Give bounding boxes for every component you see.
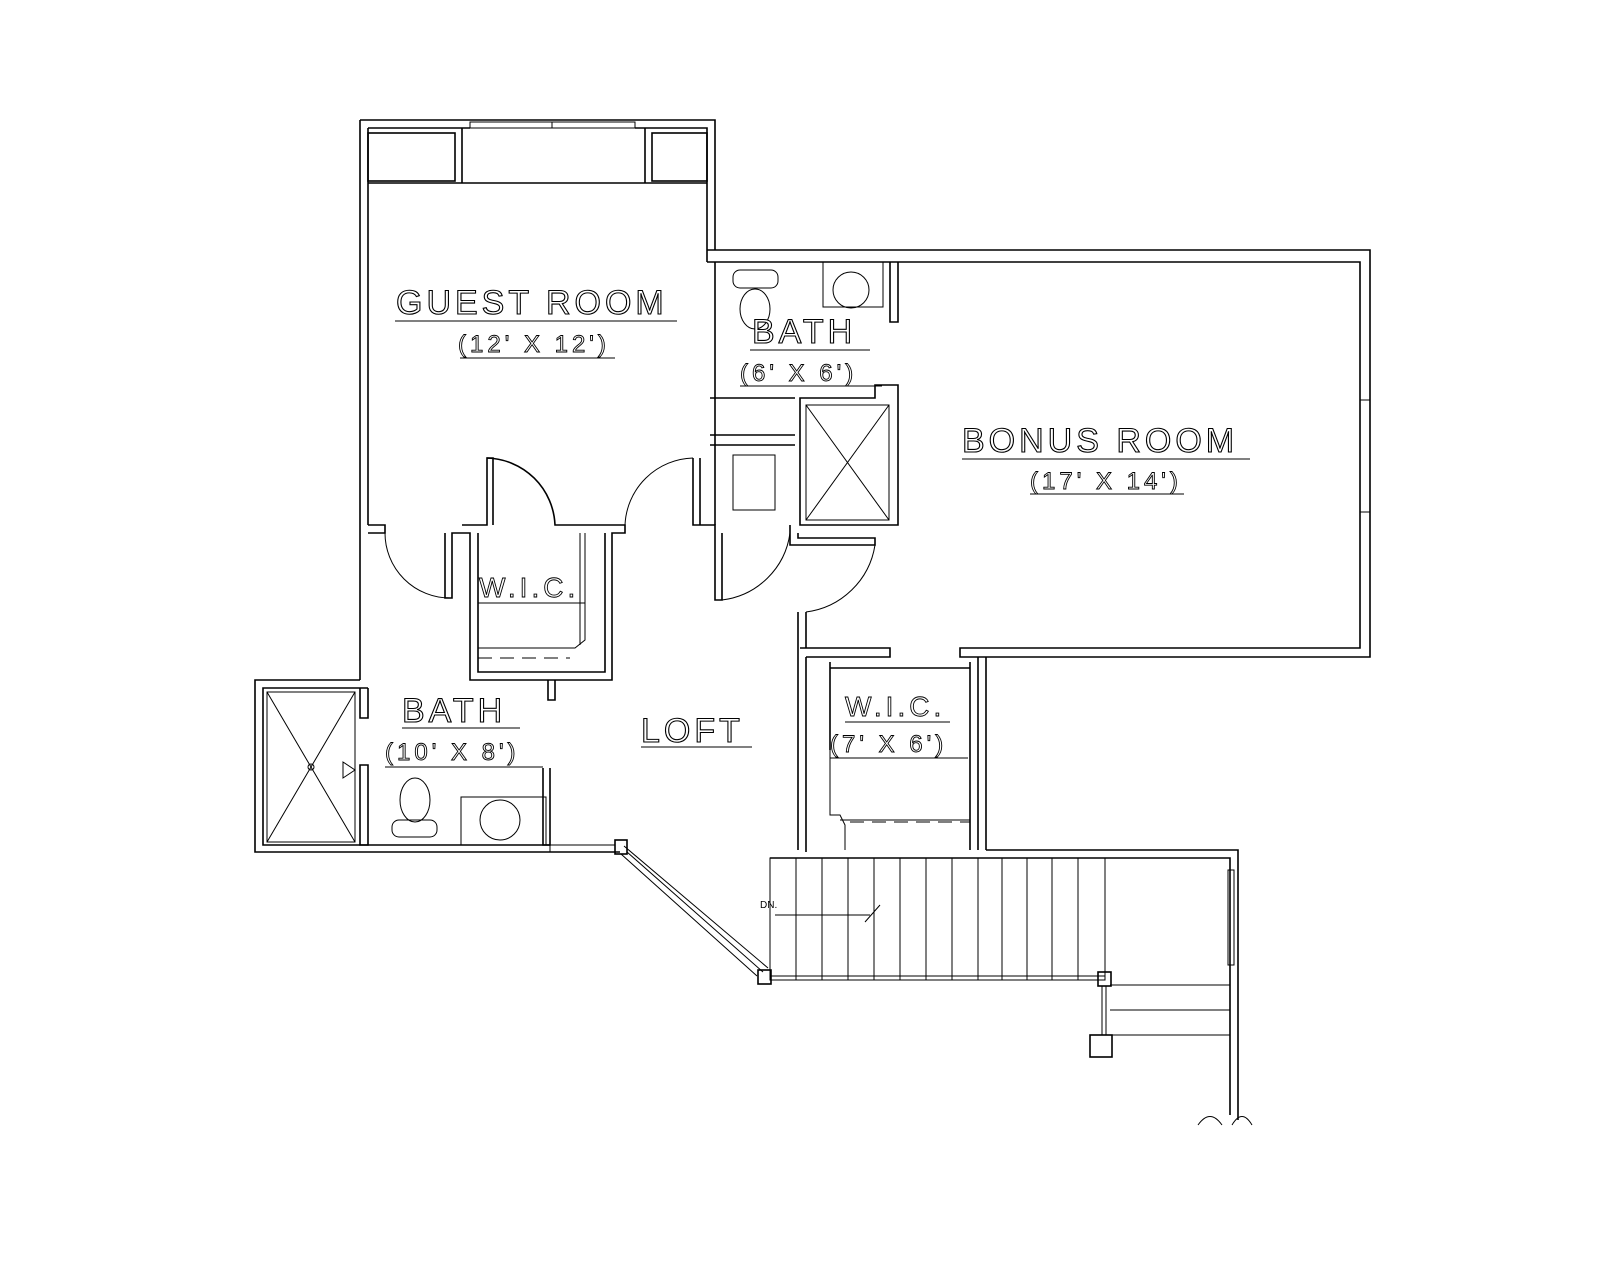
wic-2-label: W.I.C. (845, 691, 945, 722)
wic-2 (805, 657, 987, 852)
sink-icon (479, 799, 521, 841)
stair-down-label: DN. (760, 900, 777, 911)
bonus-room-label: BONUS ROOM (962, 422, 1238, 460)
upper-bath (692, 261, 899, 850)
shower-icon (805, 404, 890, 521)
lower-bath-label: BATH (402, 692, 506, 730)
guest-room-size: (12' X 12') (458, 331, 610, 358)
sink-icon (832, 271, 870, 309)
room-labels: GUEST ROOM (12' X 12') BATH (6' X 6') BO… (385, 283, 1250, 768)
toilet-tank-icon (732, 269, 779, 289)
upper-bath-size: (6' X 6') (740, 360, 857, 387)
shower-icon (266, 691, 356, 843)
guest-room-label: GUEST ROOM (396, 284, 668, 322)
wic-1-label: W.I.C. (479, 572, 579, 603)
wic-2-size: (7' X 6') (830, 731, 947, 758)
bonus-room-size: (17' X 14') (1030, 468, 1182, 495)
loft-label: LOFT (641, 712, 744, 750)
bonus-room-walls (707, 249, 1371, 658)
lower-bath-size: (10' X 8') (385, 739, 520, 766)
guest-room-walls (359, 119, 716, 680)
upper-bath-label: BATH (752, 313, 856, 351)
railing (620, 845, 772, 985)
lower-bath (254, 679, 628, 855)
toilet-icon (739, 288, 771, 330)
toilet-icon (399, 777, 431, 823)
stairs: DN. (760, 849, 1253, 1126)
